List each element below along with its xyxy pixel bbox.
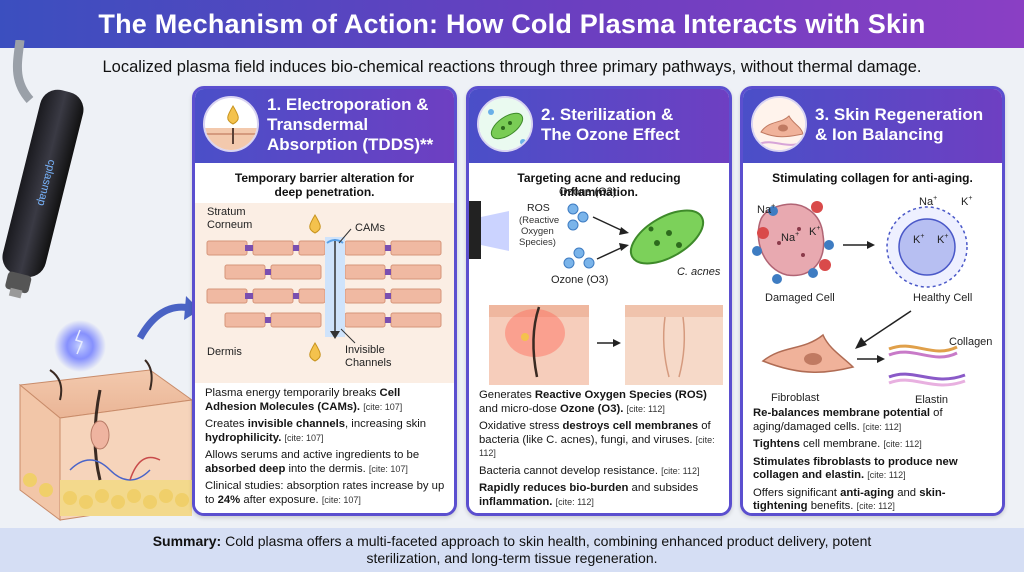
bullet-item: Stimulates fibroblasts to produce new co… (753, 455, 958, 482)
label-c-acnes: C. acnes (677, 266, 721, 278)
ozone-molecule-icon (567, 203, 589, 231)
ion-label-k: K+ (809, 225, 820, 238)
panel-title-line: 3. Skin Regeneration (815, 105, 984, 124)
label-cams: CAMs (355, 222, 385, 234)
label-dermis: Dermis (207, 346, 242, 358)
inflamed-follicle-icon (489, 305, 589, 385)
panel-title: 3. Skin Regeneration & Ion Balancing (815, 105, 998, 145)
fibroblast-icon (751, 96, 807, 152)
summary-bar: Summary: Cold plasma offers a multi-face… (0, 528, 1024, 572)
panel-title-line: Transdermal (267, 115, 369, 134)
tagline-line: deep penetration. (274, 185, 375, 199)
panel-tagline: Temporary barrier alteration for deep pe… (195, 171, 454, 199)
ozone-molecule-icon (563, 247, 595, 269)
label-stratum: Stratum (207, 206, 246, 218)
summary-text: Cold plasma offers a multi-faceted appro… (221, 533, 872, 549)
summary-label: Summary: (152, 533, 222, 549)
panel-title-line: & Ion Balancing (815, 125, 944, 144)
ion-label-k: K+ (937, 233, 948, 246)
page-title: The Mechanism of Action: How Cold Plasma… (98, 8, 926, 39)
device-and-skin-illustration: cplasmap (2, 40, 200, 521)
ion-label-na: Na+ (781, 231, 799, 244)
summary-text: sterilization, and long-term tissue rege… (366, 550, 658, 566)
panel-regeneration: 3. Skin Regeneration & Ion Balancing Sti… (740, 86, 1005, 516)
bullet-item: Rapidly reduces bio-burden and subsides … (479, 482, 699, 508)
healthy-cell-icon (886, 206, 968, 288)
bullet-item: Oxidative stress destroys cell membranes… (479, 420, 715, 458)
bullet-list: Generates Reactive Oxygen Species (ROS) … (479, 389, 721, 513)
ozone-diagram: ROS (Reactive Oxygen Species) Ozone (O3)… (469, 187, 723, 385)
panel-title-line: 2. Sterilization & (541, 105, 674, 124)
skin-layer-diagram: Stratum Corneum CAMs Dermis Invisible Ch… (195, 203, 454, 383)
panel-tagline: Targeting acne and reducing inflammation… (517, 171, 681, 199)
bullet-item: Tightens cell membrane. [cite: 112] (753, 438, 922, 450)
bullet-item: Re-balances membrane potential of aging/… (753, 407, 943, 433)
elastin-fiber-icon (888, 372, 966, 387)
label-ros: ROS (527, 202, 550, 214)
bullet-item: Bacteria cannot develop resistance. [cit… (479, 464, 700, 477)
panel-electroporation: 1. Electroporation & Transdermal Absorpt… (192, 86, 457, 516)
ion-label-k: K+ (913, 233, 924, 246)
label-invisible: Invisible (345, 344, 385, 356)
panel-title: 2. Sterilization & The Ozone Effect (541, 105, 725, 145)
collagen-fiber-icon (888, 344, 958, 359)
fibroblast-cell-icon (761, 333, 855, 373)
bullet-item: Allows serums and active ingredients to … (205, 449, 420, 475)
label-ozone-bottom: Ozone (O3) (551, 274, 608, 286)
bullet-list: Re-balances membrane potential of aging/… (753, 407, 994, 513)
bullet-item: Generates Reactive Oxygen Species (ROS) … (479, 389, 707, 415)
ion-label-k: K+ (961, 195, 972, 208)
bullet-item: Plasma energy temporarily breaks Cell Ad… (205, 387, 403, 413)
bullet-item: Creates invisible channels, increasing s… (205, 418, 427, 444)
label-collagen: Collagen (949, 336, 992, 348)
ion-label-na: Na+ (757, 203, 775, 216)
panel-header: 3. Skin Regeneration & Ion Balancing (743, 89, 1002, 163)
flow-arrow (136, 303, 191, 340)
panel-title-line: The Ozone Effect (541, 125, 680, 144)
c-acnes-bacterium-icon (629, 209, 705, 265)
panel-header: 1. Electroporation & Transdermal Absorpt… (195, 89, 454, 163)
panel-title: 1. Electroporation & Transdermal Absorpt… (267, 95, 450, 155)
label-ros-line: Species) (519, 237, 556, 248)
skin-block-icon (18, 359, 194, 521)
panel-tagline: Stimulating collagen for anti-aging. (772, 171, 973, 185)
page-subtitle: Localized plasma field induces bio-chemi… (102, 58, 922, 76)
healthy-follicle-icon (625, 305, 723, 385)
label-ros-line: (Reactive (519, 215, 559, 226)
bullet-item: Offers significant anti-aging and skin-t… (753, 486, 946, 513)
droplet-skin-icon (203, 96, 259, 152)
label-damaged-cell: Damaged Cell (765, 292, 835, 304)
panel-title-line: 1. Electroporation & (267, 95, 429, 114)
title-banner: The Mechanism of Action: How Cold Plasma… (0, 0, 1024, 48)
tagline-line: Temporary barrier alteration for (234, 171, 415, 185)
label-corneum: Corneum (207, 219, 252, 231)
label-ros-line: Oxygen (521, 226, 554, 237)
label-healthy-cell: Healthy Cell (913, 292, 972, 304)
panel-sterilization: 2. Sterilization & The Ozone Effect Targ… (466, 86, 732, 516)
plasma-device: cplasmap (2, 89, 84, 299)
label-elastin: Elastin (915, 394, 948, 406)
bullet-list: Plasma energy temporarily breaks Cell Ad… (205, 387, 446, 511)
panel-header: 2. Sterilization & The Ozone Effect (469, 89, 729, 163)
summary-line: Summary: Cold plasma offers a multi-face… (0, 533, 1024, 550)
label-fibroblast: Fibroblast (771, 392, 819, 404)
bacteria-icon (477, 96, 533, 152)
label-channels: Channels (345, 357, 392, 369)
ion-label-na: Na+ (919, 195, 937, 208)
bullet-item: Clinical studies: absorption rates incre… (205, 480, 445, 506)
ion-balance-diagram: Na+ Na+ K+ Damaged Cell Na+ K+ K+ K+ Hea… (752, 195, 992, 406)
damaged-cell-icon (752, 201, 834, 284)
panel-title-line: Absorption (TDDS)** (267, 135, 434, 154)
label-ozone-top: Ozone (O3) (559, 187, 616, 198)
